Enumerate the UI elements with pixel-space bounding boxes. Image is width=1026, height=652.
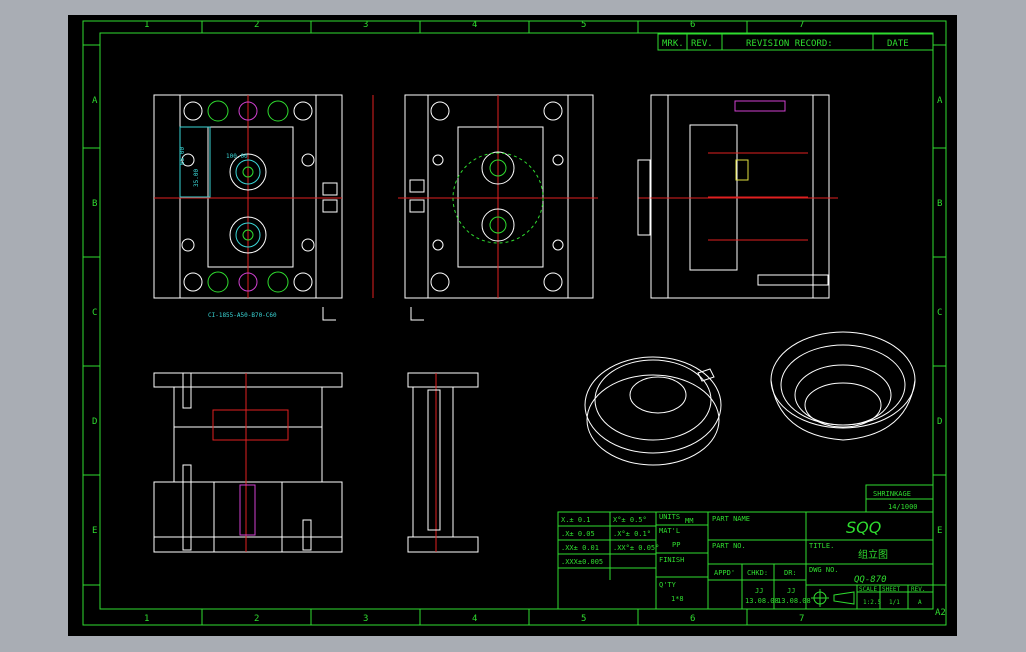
tol-3-0: .XXX±0.005: [561, 558, 603, 566]
dwg-no-label: DWG NO.: [809, 566, 839, 574]
scale-value: 1:2.5: [863, 599, 881, 606]
mold-end-section: [407, 372, 479, 553]
mold-top-view: 100.00 65.00 35.00 CI-1855-A50-B70-C60: [153, 94, 343, 321]
grid-row-label: A: [92, 96, 98, 106]
grid-column-label: 4: [472, 614, 477, 624]
grid-row-label: D: [92, 417, 97, 427]
part-no-label: PART NO.: [712, 542, 746, 550]
mold-base-label: CI-1855-A50-B70-C60: [208, 312, 277, 319]
grid-row-label: C: [92, 308, 97, 318]
grid-column-label: 6: [690, 614, 695, 624]
part-iso-view-2: [770, 331, 916, 441]
grid-row-label: E: [937, 526, 942, 536]
grid-column-label: 6: [690, 20, 695, 30]
grid-column-label: 3: [363, 20, 368, 30]
units-value: MM: [685, 517, 693, 525]
dim-top: 100.00: [226, 153, 248, 160]
dr-date: 13.08.08: [777, 597, 811, 605]
grid-column-label: 1: [144, 20, 149, 30]
shrinkage-label: SHRINKAGE: [873, 490, 911, 498]
rev-date-header: DATE: [887, 39, 909, 49]
title-label: TITLE.: [809, 542, 834, 550]
outer-border: [82, 20, 947, 626]
grid-column-label: 2: [254, 614, 259, 624]
rev-rev-header: REV.: [691, 39, 713, 49]
tol-0-0: X.± 0.1: [561, 516, 591, 524]
chkd-by: JJ: [755, 587, 763, 595]
units-label: UNITS: [659, 513, 680, 521]
grid-column-label: 2: [254, 20, 259, 30]
tol-1-0: .X± 0.05: [561, 530, 595, 538]
revision-header: MRK. REV. REVISION RECORD: DATE: [657, 33, 934, 51]
grid-column-label: 4: [472, 20, 477, 30]
dwg-no: QQ-870: [854, 575, 887, 585]
dr-label: DR:: [784, 569, 797, 577]
rev-mark-header: MRK.: [662, 39, 684, 49]
grid-column-label: 1: [144, 614, 149, 624]
grid-row-label: B: [937, 199, 942, 209]
grid-column-label: 7: [799, 614, 804, 624]
company-name: SQQ: [846, 518, 881, 537]
dim-left-1: 65.00: [179, 147, 186, 165]
dr-by: JJ: [787, 587, 795, 595]
part-iso-view-1: [584, 356, 722, 466]
grid-row-label: A: [937, 96, 943, 106]
drawing-title: 组立图: [858, 548, 888, 561]
projection-symbol-icon: [811, 589, 855, 607]
mold-bottom-view: [398, 94, 598, 321]
grid-row-label: B: [92, 199, 97, 209]
scale-label: SCALE: [859, 586, 877, 593]
grid-row-label: D: [937, 417, 942, 427]
sheet-value: 1/1: [889, 599, 900, 606]
inner-border: [99, 32, 934, 610]
sheet-size-label: A2: [935, 608, 946, 618]
title-block: SHRINKAGE 14/1000 X.± 0.1 X°± 0.5° .X± 0…: [557, 484, 934, 610]
tol-2-1: .XX°± 0.05°: [613, 544, 659, 552]
shrinkage-value: 14/1000: [888, 503, 918, 511]
chkd-date: 13.08.08: [745, 597, 779, 605]
tol-2-0: .XX± 0.01: [561, 544, 599, 552]
grid-column-label: 5: [581, 614, 586, 624]
mold-front-section: [153, 372, 343, 553]
tol-1-1: .X°± 0.1°: [613, 530, 651, 538]
grid-column-label: 3: [363, 614, 368, 624]
sheet-label: SHEET: [882, 586, 900, 593]
tol-0-1: X°± 0.5°: [613, 516, 647, 524]
matl-value: PP: [672, 541, 680, 549]
dim-left-2: 35.00: [193, 169, 200, 187]
qty-value: 1*8: [671, 595, 684, 603]
rev-value: A: [918, 599, 922, 606]
part-name-label: PART NAME: [712, 515, 750, 523]
appd-label: APPD': [714, 569, 735, 577]
rev-record-header: REVISION RECORD:: [746, 39, 833, 49]
chkd-label: CHKD:: [747, 569, 768, 577]
grid-column-label: 5: [581, 20, 586, 30]
rev-label: REV.: [911, 586, 925, 593]
qty-label: Q'TY: [659, 581, 677, 589]
grid-row-label: C: [937, 308, 942, 318]
grid-row-label: E: [92, 526, 97, 536]
mold-side-section: [637, 94, 838, 299]
matl-label: MAT'L: [659, 527, 680, 535]
grid-column-label: 7: [799, 20, 804, 30]
finish-label: FINISH: [659, 556, 684, 564]
